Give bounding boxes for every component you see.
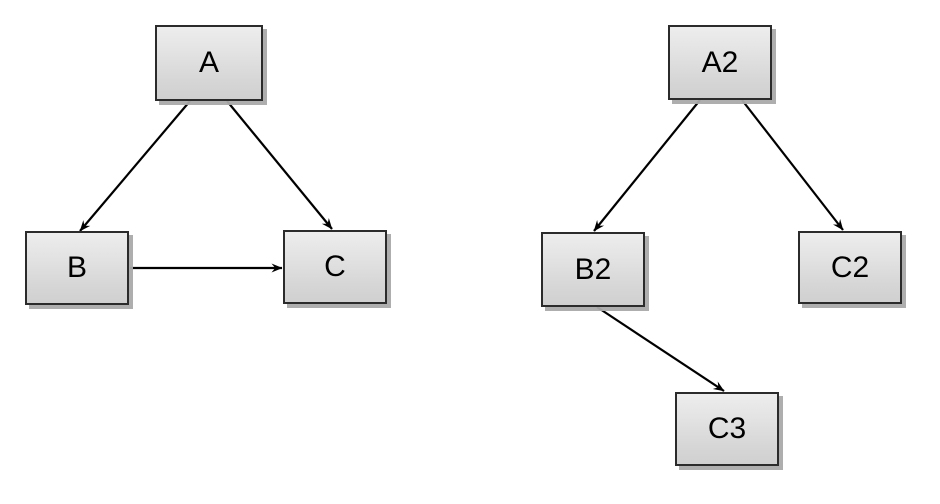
node-c2[interactable]: C2 — [798, 231, 902, 304]
node-b2[interactable]: B2 — [541, 232, 645, 307]
node-label-b: B — [66, 251, 87, 284]
edge-a2-to-c2[interactable] — [741, 99, 844, 231]
node-a2[interactable]: A2 — [668, 25, 772, 100]
edge-a-to-c[interactable] — [226, 100, 333, 230]
node-label-c2: C2 — [830, 250, 870, 284]
node-a[interactable]: A — [155, 25, 263, 101]
edges — [79, 99, 844, 392]
node-label-a2: A2 — [701, 45, 739, 79]
edge-a-to-b[interactable] — [79, 100, 191, 232]
edge-b2-to-c3[interactable] — [596, 306, 725, 392]
node-label-c: C — [324, 250, 346, 283]
node-label-b2: B2 — [574, 252, 612, 286]
node-c[interactable]: C — [283, 230, 387, 304]
edge-a2-to-b2[interactable] — [593, 99, 701, 232]
node-label-c3: C3 — [707, 412, 747, 445]
node-b[interactable]: B — [25, 231, 129, 305]
node-label-a: A — [198, 46, 219, 79]
node-c3[interactable]: C3 — [675, 392, 779, 466]
